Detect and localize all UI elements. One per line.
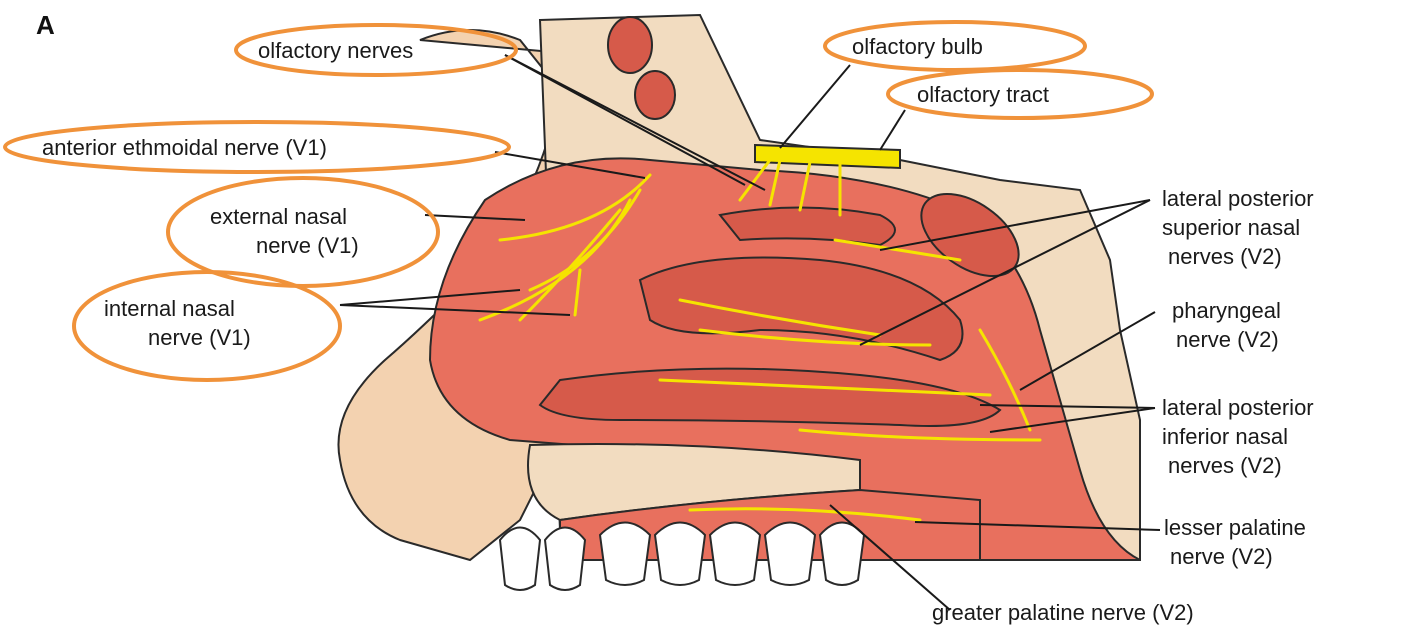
label-olfactory-bulb: olfactory bulb bbox=[852, 32, 983, 61]
label-lat-post-superior-line2: superior nasal bbox=[1162, 213, 1314, 242]
label-lat-post-superior-line1: lateral posterior bbox=[1162, 184, 1314, 213]
label-lat-post-inferior: lateral posterior inferior nasal nerves … bbox=[1162, 393, 1314, 480]
teeth bbox=[500, 523, 864, 591]
label-greater-palatine: greater palatine nerve (V2) bbox=[932, 598, 1194, 627]
tooth bbox=[600, 523, 650, 586]
panel-letter: A bbox=[36, 10, 55, 41]
label-olfactory-tract: olfactory tract bbox=[917, 80, 1049, 109]
label-internal-nasal: internal nasal nerve (V1) bbox=[104, 294, 334, 352]
label-olfactory-nerves: olfactory nerves bbox=[258, 36, 413, 65]
tooth bbox=[545, 528, 585, 591]
label-pharyngeal: pharyngeal nerve (V2) bbox=[1172, 296, 1281, 354]
label-lat-post-superior-line3: nerves (V2) bbox=[1162, 242, 1314, 271]
leader-olfactory-bulb bbox=[780, 65, 850, 148]
label-lesser-palatine-line2: nerve (V2) bbox=[1164, 542, 1306, 571]
tooth bbox=[500, 528, 540, 591]
label-lesser-palatine-line1: lesser palatine bbox=[1164, 513, 1306, 542]
label-lesser-palatine: lesser palatine nerve (V2) bbox=[1164, 513, 1306, 571]
tooth bbox=[710, 523, 760, 586]
label-lat-post-inferior-line3: nerves (V2) bbox=[1162, 451, 1314, 480]
superior-turbinate bbox=[720, 208, 895, 246]
frontal-sinus-lower bbox=[635, 71, 675, 119]
frontal-sinus-upper bbox=[608, 17, 652, 73]
label-lat-post-inferior-line2: inferior nasal bbox=[1162, 422, 1314, 451]
label-internal-nasal-line2: nerve (V1) bbox=[104, 323, 334, 352]
label-anterior-ethmoidal: anterior ethmoidal nerve (V1) bbox=[42, 133, 327, 162]
label-lat-post-superior: lateral posterior superior nasal nerves … bbox=[1162, 184, 1314, 271]
label-pharyngeal-line2: nerve (V2) bbox=[1172, 325, 1281, 354]
label-external-nasal-line2: nerve (V1) bbox=[198, 231, 418, 260]
tooth bbox=[765, 523, 815, 586]
label-external-nasal: external nasal nerve (V1) bbox=[198, 202, 418, 260]
tooth bbox=[655, 523, 705, 586]
label-external-nasal-line1: external nasal bbox=[198, 202, 418, 231]
label-pharyngeal-line1: pharyngeal bbox=[1172, 296, 1281, 325]
tooth bbox=[820, 523, 864, 586]
label-internal-nasal-line1: internal nasal bbox=[104, 294, 334, 323]
leader-olfactory-tract bbox=[880, 110, 905, 150]
label-lat-post-inferior-line1: lateral posterior bbox=[1162, 393, 1314, 422]
